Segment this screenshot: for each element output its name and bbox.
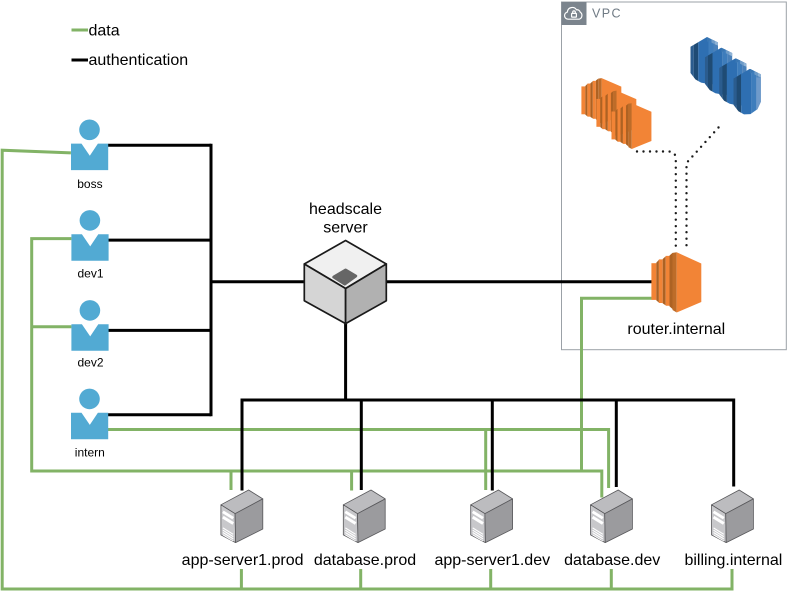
svg-text:authentication: authentication: [89, 52, 189, 69]
svg-text:dev2: dev2: [77, 356, 103, 370]
svg-text:app-server1.prod: app-server1.prod: [182, 552, 304, 569]
svg-text:headscale: headscale: [309, 201, 382, 218]
svg-text:router.internal: router.internal: [627, 321, 725, 338]
svg-text:boss: boss: [77, 177, 102, 191]
svg-text:dev1: dev1: [77, 267, 103, 281]
svg-text:intern: intern: [75, 446, 105, 460]
svg-text:database.dev: database.dev: [564, 552, 660, 569]
svg-text:data: data: [89, 23, 120, 40]
svg-text:app-server1.dev: app-server1.dev: [434, 552, 550, 569]
svg-text:VPC: VPC: [592, 7, 622, 21]
svg-text:server: server: [323, 220, 368, 237]
svg-text:database.prod: database.prod: [314, 552, 416, 569]
svg-text:billing.internal: billing.internal: [684, 552, 782, 569]
